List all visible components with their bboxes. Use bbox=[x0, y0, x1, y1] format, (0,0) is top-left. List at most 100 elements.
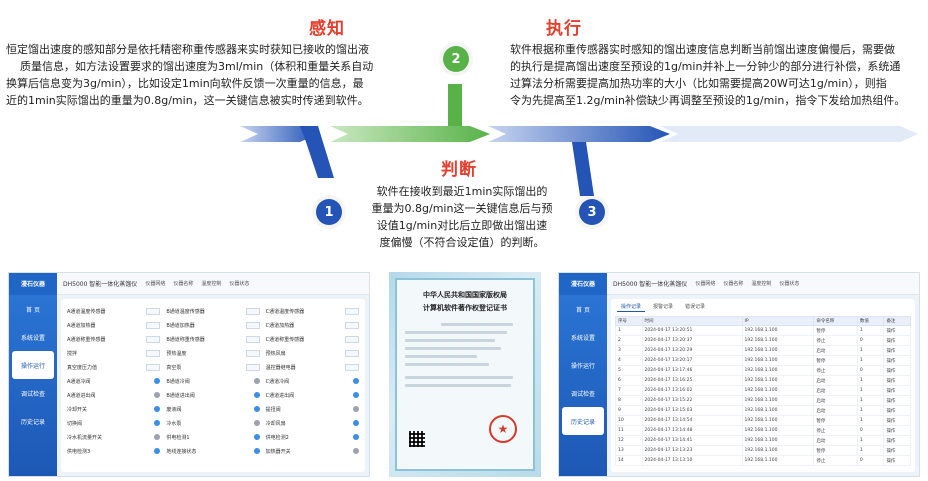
sensor-cell: C通道加热器 bbox=[266, 319, 359, 331]
indicator-dot-icon bbox=[154, 434, 161, 440]
table-cell: 2024-04-17 13:20:17 bbox=[641, 355, 743, 366]
status-chip: 仪器网络 bbox=[695, 281, 716, 287]
indicator-dot-icon bbox=[353, 434, 359, 440]
qr-code-icon bbox=[409, 431, 425, 447]
sensor-label: A通道冷阀 bbox=[67, 378, 91, 385]
judgment-line: 软件在接收到最近1min实际馏出的 bbox=[376, 185, 548, 198]
app-topbar: 漫石仪器 DH5000 智能一体化蒸馏仪 仪器网络 仪器名称 温度控制 仪器状态 bbox=[559, 273, 919, 295]
sensor-value-box bbox=[245, 307, 260, 315]
copyright-certificate: 中华人民共和国国家版权局 计算机软件著作权登记证书 ★ bbox=[389, 272, 541, 477]
sensor-label: A通道进出阀 bbox=[67, 392, 96, 399]
table-cell: 192.168.1.100 bbox=[741, 405, 815, 416]
sensor-label: C通道加热器 bbox=[265, 322, 295, 329]
table-cell: 4 bbox=[615, 355, 643, 366]
nav-item[interactable]: 系统设置 bbox=[570, 334, 595, 342]
sensor-label: 废液阀 bbox=[166, 406, 182, 413]
indicator-dot-icon bbox=[353, 392, 359, 398]
tab-operation-log[interactable]: 操作记录 bbox=[617, 302, 646, 312]
table-cell: 192.168.1.100 bbox=[741, 455, 815, 466]
sensor-label: 供电检测1 bbox=[166, 434, 190, 441]
table-cell: 操作 bbox=[883, 395, 911, 406]
sensor-cell: A通道冷阀 bbox=[67, 375, 161, 387]
table-header: IP bbox=[741, 316, 815, 326]
table-cell: 0 bbox=[856, 365, 885, 376]
sensor-cell: 预热风扇 bbox=[266, 347, 359, 359]
sensor-label: B通道冷阀 bbox=[166, 378, 190, 385]
nav-item[interactable]: 系统设置 bbox=[20, 334, 45, 342]
table-cell: 操作 bbox=[883, 435, 911, 446]
sensor-cell: B通道称重传感器 bbox=[166, 333, 260, 345]
table-cell: 2024-04-17 13:14:54 bbox=[641, 415, 743, 426]
tab-error-log[interactable]: 错误记录 bbox=[685, 304, 706, 310]
nav-item[interactable]: 首 页 bbox=[26, 306, 40, 314]
sensor-cell: 地线连接状态 bbox=[166, 445, 260, 457]
indicator-dot-icon bbox=[253, 392, 260, 398]
table-cell: 暂停 bbox=[813, 355, 858, 366]
table-cell: 0 bbox=[856, 455, 885, 466]
sensor-value-box bbox=[345, 335, 359, 343]
nav-item[interactable]: 调试检查 bbox=[20, 390, 45, 398]
status-chip: 温度控制 bbox=[201, 281, 222, 287]
execution-title: 执行 bbox=[546, 19, 582, 39]
table-cell: 操作 bbox=[883, 405, 911, 416]
nav-item[interactable]: 首 页 bbox=[576, 306, 590, 314]
sensor-value-box bbox=[146, 335, 161, 343]
sensor-label: A通道称重传感器 bbox=[67, 336, 106, 343]
nav-item[interactable]: 调试检查 bbox=[570, 390, 595, 398]
status-chip: 仪器名称 bbox=[723, 281, 744, 287]
sensor-cell: 真空度压力值 bbox=[67, 361, 161, 373]
table-header: 命令名称 bbox=[813, 316, 858, 326]
table-cell: 1 bbox=[615, 325, 643, 336]
tab-alarm-log[interactable]: 报警记录 bbox=[653, 304, 674, 310]
table-cell: 2024-04-17 13:20:29 bbox=[641, 345, 743, 356]
table-header: 时间 bbox=[641, 316, 743, 326]
nav-item[interactable]: 操作运行 bbox=[570, 362, 595, 370]
table-cell: 启动 bbox=[813, 375, 858, 386]
sensor-value-box bbox=[245, 363, 260, 371]
app-sidebar: 首 页 系统设置 操作运行 调试检查 历史记录 bbox=[559, 295, 607, 476]
sensor-label: C通道冷阀 bbox=[265, 378, 290, 385]
nav-item[interactable]: 历史记录 bbox=[562, 407, 604, 435]
sensor-cell: B通道温度传感器 bbox=[166, 305, 260, 317]
judgment-line: 重量为0.8g/min这一关键信息后与预 bbox=[371, 202, 553, 215]
table-cell: 启动 bbox=[813, 385, 858, 396]
nav-item[interactable]: 历史记录 bbox=[20, 418, 45, 426]
table-cell: 操作 bbox=[883, 325, 911, 336]
nav-item[interactable]: 操作运行 bbox=[12, 351, 54, 379]
indicator-dot-icon bbox=[353, 420, 359, 426]
sensor-value-box bbox=[345, 321, 359, 329]
table-cell: 2024-04-17 13:20:51 bbox=[641, 325, 743, 336]
sensor-label: C通道称重传感器 bbox=[265, 336, 305, 343]
sensor-cell: C通道进出阀 bbox=[266, 389, 359, 401]
sensor-label: 预热风扇 bbox=[265, 350, 286, 357]
table-cell: 192.168.1.100 bbox=[741, 395, 815, 406]
sensor-label: 供电检测3 bbox=[67, 448, 91, 455]
sensor-cell: C通道冷阀 bbox=[266, 375, 359, 387]
table-cell: 启动 bbox=[813, 435, 858, 446]
perception-line: 近的1min实际馏出的重量为0.8g/min，这一关键信息被实时传递到软件。 bbox=[6, 94, 369, 107]
sensor-cell: A通道进出阀 bbox=[67, 389, 161, 401]
status-chip: 温度控制 bbox=[751, 281, 772, 287]
sensor-label: 真空度压力值 bbox=[67, 364, 98, 371]
sensor-cell: 加热器开关 bbox=[266, 445, 359, 457]
table-cell: 192.168.1.100 bbox=[741, 335, 815, 346]
sensor-label: 搅拌 bbox=[67, 350, 78, 357]
table-cell: 12 bbox=[615, 435, 643, 446]
app-sidebar: 首 页 系统设置 操作运行 调试检查 历史记录 bbox=[9, 295, 57, 476]
